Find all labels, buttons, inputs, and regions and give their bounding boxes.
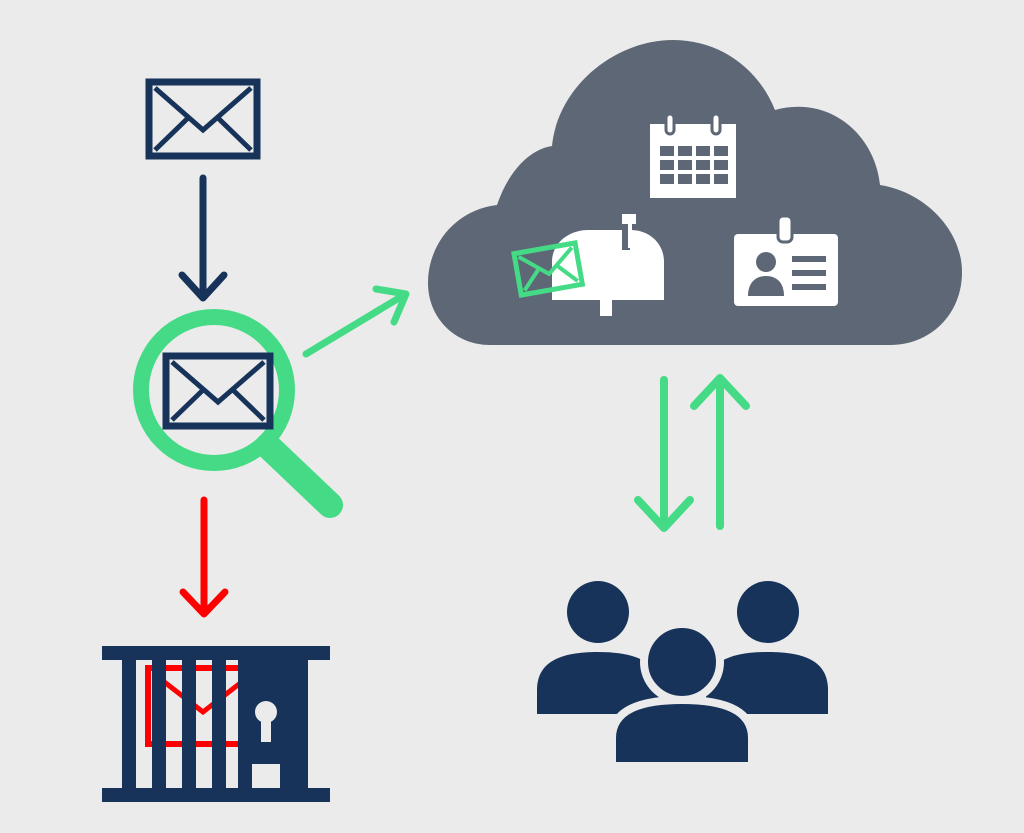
- calendar-icon: [650, 112, 736, 198]
- arrow-scanner-to-quarantine: [179, 496, 229, 618]
- magnifier-envelope-icon: [133, 309, 343, 518]
- arrow-cloud-to-users: [634, 376, 694, 532]
- arrow-email-to-scanner: [178, 174, 228, 302]
- user-group-icon: [537, 581, 828, 770]
- mailbox-envelope-icon: [511, 240, 586, 298]
- jail-cage-lock-icon: [102, 646, 330, 802]
- incoming-email-envelope-icon: [145, 78, 261, 160]
- arrow-users-to-cloud: [690, 374, 750, 530]
- arrow-scanner-to-cloud: [302, 285, 410, 358]
- id-card-icon: [734, 214, 838, 306]
